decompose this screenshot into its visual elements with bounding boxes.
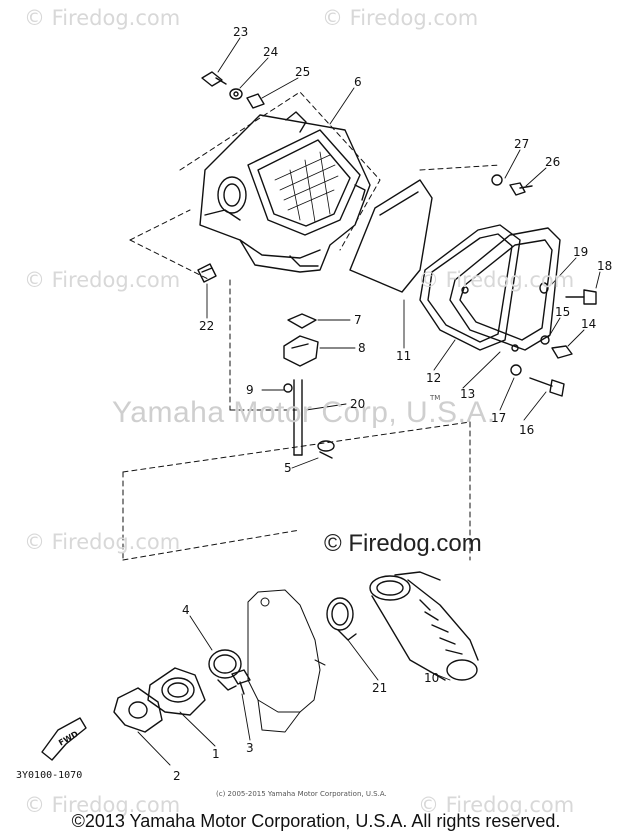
clamp-4 (208, 649, 242, 691)
watermark-site: © Firedog.com (322, 6, 479, 30)
filter-mesh (274, 151, 339, 223)
callout-22: 22 (199, 319, 215, 333)
callout-9: 9 (246, 383, 254, 397)
footer-copyright: ©2013 Yamaha Motor Corporation, U.S.A. A… (71, 811, 561, 831)
screw-9 (283, 383, 293, 393)
watermark-brand: Yamaha Motor Corp, U.S.A. (112, 396, 496, 429)
grommet-22 (197, 263, 217, 283)
callout-15: 15 (555, 305, 571, 319)
washer-17 (510, 364, 522, 376)
callout-8: 8 (358, 341, 366, 355)
callout-7: 7 (354, 313, 362, 327)
fwd-arrow-icon (41, 717, 87, 761)
callout-14: 14 (581, 317, 597, 331)
assembly-dash-box (122, 91, 501, 561)
collar-25 (246, 93, 265, 109)
bolt-23 (201, 71, 227, 87)
callout-20: 20 (350, 397, 366, 411)
callout-10: 10 (424, 671, 440, 685)
intake-duct-10 (369, 571, 479, 681)
element-11 (349, 179, 433, 293)
washer-27 (491, 174, 503, 186)
callout-16: 16 (519, 423, 535, 437)
watermark-center: © Firedog.com (324, 530, 482, 557)
washer-15 (540, 335, 550, 345)
copyright-small: (c) 2005-2015 Yamaha Motor Corporation, … (216, 790, 387, 798)
gasket-2 (113, 687, 163, 733)
callout-2: 2 (173, 769, 181, 783)
clamp-21 (326, 597, 357, 641)
callout-3: 3 (246, 741, 254, 755)
part-8 (283, 335, 319, 367)
callout-13: 13 (460, 387, 476, 401)
clip-5 (317, 440, 335, 459)
watermark-site: © Firedog.com (24, 268, 181, 292)
gasket-12 (419, 224, 521, 351)
watermark-site: © Firedog.com (24, 793, 181, 817)
watermark-site: © Firedog.com (24, 6, 181, 30)
callout-25: 25 (295, 65, 311, 79)
watermark-site: © Firedog.com (24, 530, 181, 554)
washer-19 (539, 282, 549, 294)
part-7 (287, 313, 317, 329)
diagram-code: 3Y0100-1070 (16, 770, 83, 781)
screw-14 (551, 345, 573, 359)
callout-23: 23 (233, 25, 249, 39)
air-cleaner-case (199, 111, 371, 273)
leader-lines (137, 37, 601, 766)
bolt-3 (231, 669, 251, 695)
watermark-site: © Firedog.com (418, 793, 575, 817)
bolt-16 (529, 377, 565, 397)
callout-5: 5 (284, 461, 292, 475)
callout-6: 6 (354, 75, 362, 89)
joint-1 (147, 667, 206, 716)
callout-19: 19 (573, 245, 589, 259)
bolt-18 (565, 289, 597, 305)
engine-outline (247, 589, 326, 733)
callout-26: 26 (545, 155, 561, 169)
watermark-tm: TM (430, 394, 441, 402)
hose-20 (293, 379, 303, 456)
callout-12: 12 (426, 371, 442, 385)
callout-11: 11 (396, 349, 412, 363)
screw-26 (509, 182, 533, 196)
callout-21: 21 (372, 681, 388, 695)
callout-17: 17 (491, 411, 507, 425)
callout-27: 27 (514, 137, 530, 151)
callout-24: 24 (263, 45, 279, 59)
callout-4: 4 (182, 603, 190, 617)
watermark-site: © Firedog.com (418, 268, 575, 292)
callout-1: 1 (212, 747, 220, 761)
washer-24 (229, 88, 243, 100)
callout-18: 18 (597, 259, 613, 273)
